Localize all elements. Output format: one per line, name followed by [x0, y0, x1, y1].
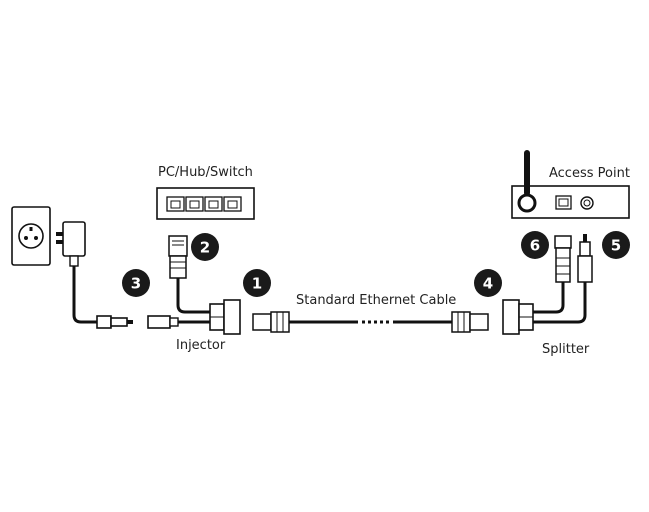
callout-5: 5 [602, 231, 630, 259]
rj45-plug-icon [168, 235, 188, 279]
rj45-plug-left-icon [252, 311, 290, 333]
switch-icon [156, 187, 255, 220]
callout-3-number: 3 [131, 275, 141, 293]
access-point-label: Access Point [549, 166, 630, 181]
rj45-plug-ap-icon [554, 235, 572, 283]
callout-5-number: 5 [611, 237, 621, 255]
callout-3: 3 [122, 269, 150, 297]
dc-jack-icon [147, 315, 179, 329]
splitter-power-lead [533, 282, 587, 324]
callout-4: 4 [474, 269, 502, 297]
ethernet-cable-label: Standard Ethernet Cable [296, 293, 456, 308]
access-point-icon [511, 150, 630, 219]
splitter-data-lead [533, 282, 565, 314]
rj45-plug-right-icon [451, 311, 489, 333]
callout-2: 2 [191, 233, 219, 261]
callout-1-number: 1 [252, 275, 262, 293]
power-cable [72, 266, 97, 324]
splitter-label: Splitter [542, 342, 590, 357]
data-cable [176, 278, 210, 314]
injector-icon [209, 299, 241, 335]
injector-label: Injector [176, 338, 226, 353]
pc-hub-switch-label: PC/Hub/Switch [158, 165, 253, 180]
callout-4-number: 4 [483, 275, 493, 293]
callout-6-number: 6 [530, 237, 540, 255]
callout-1: 1 [243, 269, 271, 297]
power-adapter-icon [56, 221, 86, 267]
dc-plug-ap-icon [577, 234, 593, 283]
dc-plug-icon [96, 315, 133, 329]
splitter-icon [502, 299, 534, 335]
callout-2-number: 2 [200, 239, 210, 257]
wall-socket-icon [11, 206, 51, 266]
callout-6: 6 [521, 231, 549, 259]
